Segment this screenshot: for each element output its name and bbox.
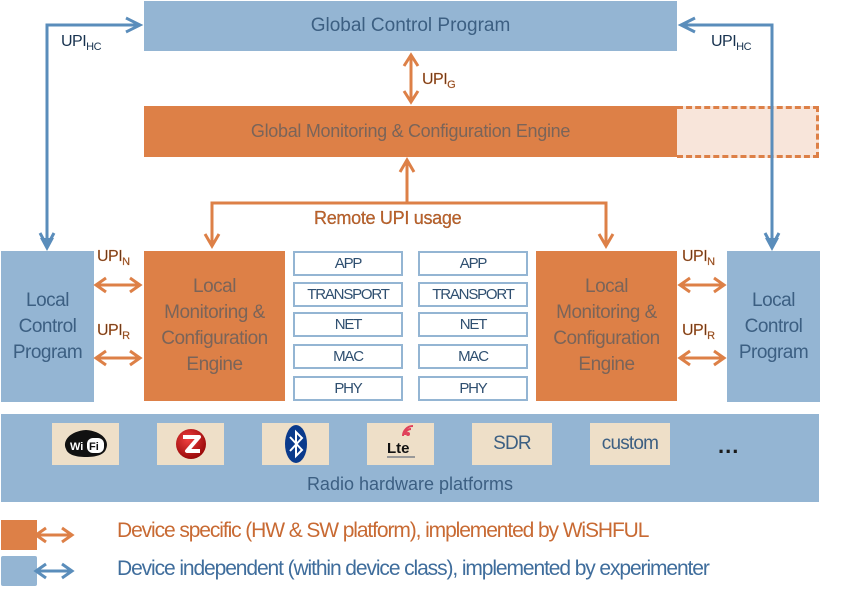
right-local-monitoring-engine: Local Monitoring & Configuration Engine [536,251,677,401]
right-local-control-program: Local Control Program [727,251,820,402]
global-monitoring-engine: Global Monitoring & Configuration Engine [144,106,677,157]
platform-bluetooth [262,423,329,465]
lcp-line: Control [18,315,77,337]
lmce-line: Monitoring & [556,302,657,323]
left-upi-n-label: UPIN [97,248,130,268]
lmce-line: Monitoring & [164,302,265,323]
zigbee-logo-icon [175,429,206,459]
left-stack-layer-mac: MAC [293,344,403,369]
left-stack-layer-phy: PHY [293,376,403,401]
layer-label: PHY [334,380,362,397]
upi-hc-right-label: UPIHC [711,33,752,53]
layer-label: TRANSPORT [432,286,515,303]
platform-sdr-label: SDR [493,433,532,454]
arrowhead-down-left-lcp [40,238,54,251]
upi-g-connector [402,52,420,105]
right-stack-layer-mac: MAC [418,344,528,369]
layer-label: MAC [333,348,364,365]
layer-label: NET [459,316,488,333]
upi-hc-left-label: UPIHC [61,33,102,53]
left-upi-r-connector [93,349,143,367]
left-stack-layer-net: NET [293,312,403,337]
platform-wifi: Wi Fi [52,423,119,465]
remote-upi-usage-label: Remote UPI usage [314,208,462,228]
left-upi-n-connector [93,276,143,294]
legend-text-device-independent: Device independent (within device class)… [117,557,710,580]
layer-label: APP [459,255,488,272]
more-platforms-ellipsis: ... [718,433,740,458]
right-upi-n-connector [677,276,727,294]
lcp-line: Local [26,289,69,311]
left-stack-layer-transport: TRANSPORT [293,282,403,307]
wifi-logo-icon: Wi Fi [64,430,107,457]
platform-zigbee [157,423,224,465]
lmce-line: Configuration [161,328,268,349]
legend-swatch-device-specific [1,520,37,550]
lcp-line: Local [752,289,795,311]
remote-upi-connector [203,157,615,249]
left-upi-r-label: UPIR [97,322,130,342]
layer-label: MAC [458,348,489,365]
global-monitoring-engine-label: Global Monitoring & Configuration Engine [250,121,571,141]
layer-label: TRANSPORT [307,286,390,303]
legend-arrow-device-specific [33,526,75,544]
lmce-line: Local [193,276,236,297]
right-upi-n-label: UPIN [682,248,715,268]
layer-label: APP [334,255,363,272]
svg-text:Wi: Wi [70,441,83,453]
lte-logo-icon: Lte [386,425,415,458]
lmce-line: Local [585,276,628,297]
platform-custom: custom [590,423,670,465]
right-stack-layer-net: NET [418,312,528,337]
legend-text-device-specific: Device specific (HW & SW platform), impl… [117,519,649,542]
right-stack-layer-app: APP [418,251,528,276]
right-upi-r-connector [677,349,727,367]
bluetooth-logo-icon [284,425,307,463]
platform-custom-label: custom [601,433,659,454]
lmce-line: Engine [186,354,243,375]
legend-swatch-device-independent [1,556,37,586]
lcp-line: Control [744,315,803,337]
legend-arrow-device-independent [33,562,75,580]
upi-g-label: UPIG [422,71,456,91]
layer-label: NET [334,316,363,333]
lcp-line: Program [738,341,809,363]
global-control-program-label: Global Control Program [310,15,511,36]
global-monitoring-engine-extension [677,106,819,158]
left-stack-layer-app: APP [293,251,403,276]
lmce-line: Configuration [553,328,660,349]
global-control-program: Global Control Program [144,1,677,51]
right-stack-layer-phy: PHY [418,376,528,401]
right-stack-layer-transport: TRANSPORT [418,282,528,307]
platform-lte: Lte [367,423,434,465]
radio-hardware-platforms-label: Radio hardware platforms [306,474,514,494]
lcp-line: Program [12,341,83,363]
layer-label: PHY [459,380,487,397]
svg-text:Lte: Lte [387,440,410,457]
svg-text:Fi: Fi [89,441,99,453]
right-upi-r-label: UPIR [682,322,715,342]
arrowhead-down-right-lcp [765,238,779,251]
lmce-line: Engine [578,354,635,375]
left-local-control-program: Local Control Program [1,251,94,402]
platform-sdr: SDR [472,423,552,465]
left-local-monitoring-engine: Local Monitoring & Configuration Engine [144,251,285,401]
